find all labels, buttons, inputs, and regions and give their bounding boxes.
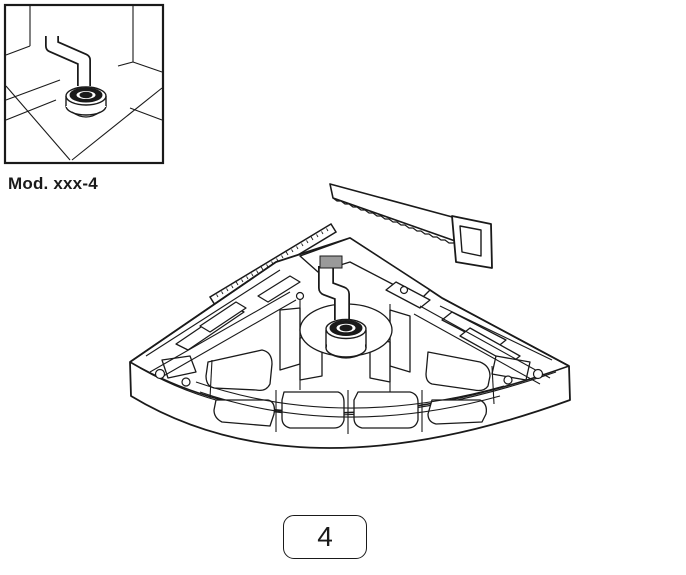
hand-saw-icon [329, 183, 493, 269]
ruler-tick [216, 294, 219, 298]
ruler-tick [251, 273, 254, 277]
drain-fitting-icon [325, 318, 367, 359]
inset-room-corner [5, 6, 163, 161]
ruler-tick [256, 270, 259, 274]
ruler-tick [246, 276, 249, 280]
tray-fixing-holes [154, 285, 544, 387]
ruler-tick [291, 249, 294, 253]
tray-support-ribs [161, 275, 531, 429]
ruler-tick [226, 288, 229, 292]
ruler-tick [281, 255, 284, 259]
ruler-tick [231, 285, 234, 289]
inset-drain-icon [65, 86, 107, 118]
ruler-tick [310, 235, 314, 241]
ruler-tick [326, 228, 329, 232]
ruler-tick [316, 234, 319, 238]
ruler-tick [296, 246, 299, 250]
ruler-tick [241, 279, 244, 283]
inset-caption: Mod. xxx-4 [8, 174, 98, 193]
ruler-tick [260, 265, 264, 271]
ruler-tick [306, 240, 309, 244]
ruler-tick [235, 280, 239, 286]
ruler-tick [301, 243, 304, 247]
waste-pipe-icon [318, 255, 350, 320]
inset-detail-panel [3, 3, 165, 165]
pipe-cut-mark [319, 255, 343, 269]
ruler-tick [285, 250, 289, 256]
ruler-tick [321, 231, 324, 235]
ruler-tick [221, 291, 224, 295]
step-number-badge: 4 [283, 515, 367, 559]
ruler-tick-marks [216, 228, 329, 298]
tray-rib-lines [149, 291, 551, 434]
inset-pipe-icon [45, 36, 91, 86]
